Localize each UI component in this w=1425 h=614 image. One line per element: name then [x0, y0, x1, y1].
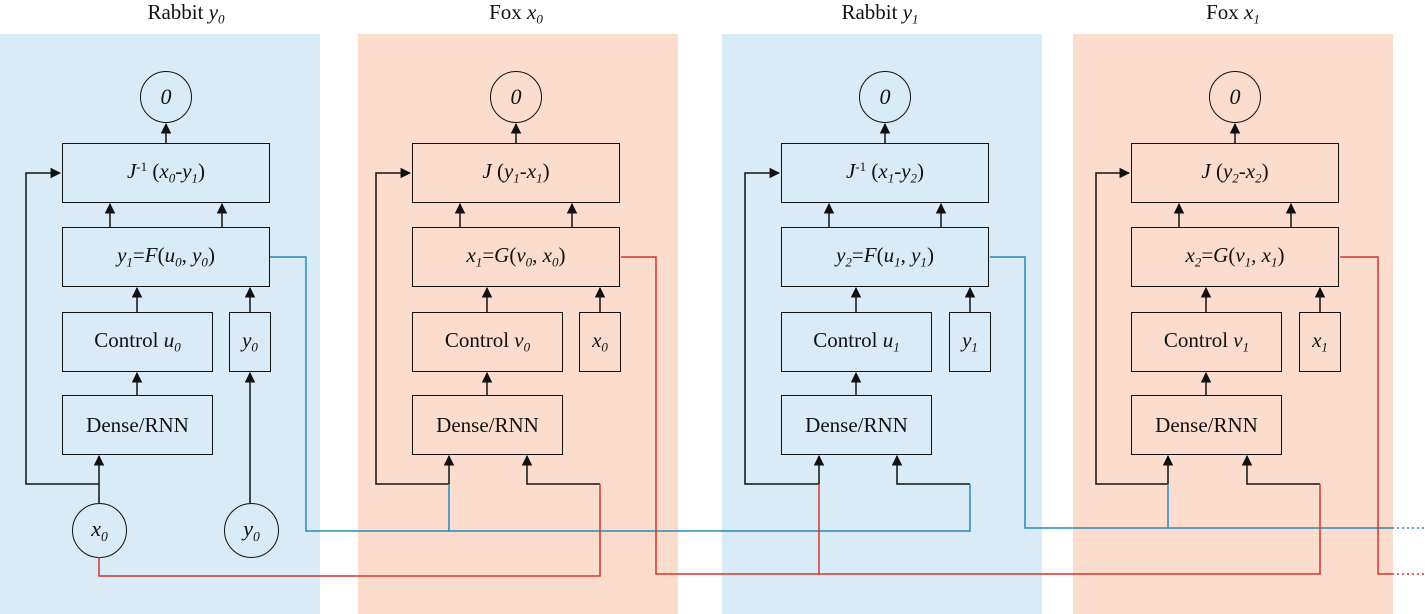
- state-box: y1: [949, 312, 991, 372]
- objective-box: J (y1-x1): [412, 143, 620, 203]
- panel-title-rabbit-y1: Rabbit y1: [841, 0, 919, 27]
- update-box: y1=F(u0, y0): [62, 227, 270, 287]
- network-box: Dense/RNN: [412, 395, 563, 455]
- objective-box: J (y2-x2): [1131, 143, 1339, 203]
- input-node-y0: y0: [224, 503, 279, 558]
- output-node: 0: [1209, 71, 1261, 123]
- output-node: 0: [140, 71, 192, 123]
- black-arrows: [25, 122, 1326, 503]
- panel-fox-x1: 0 J (y2-x2) x2=G(v1, x1) Control v1 x1 D…: [1073, 34, 1393, 614]
- state-box: x1: [1299, 312, 1341, 372]
- output-node: 0: [859, 71, 911, 123]
- panel-title-rabbit-y0: Rabbit y0: [147, 0, 225, 27]
- rabbit-links: [270, 256, 1425, 532]
- update-box: y2=F(u1, y1): [781, 227, 989, 287]
- network-box: Dense/RNN: [1131, 395, 1282, 455]
- objective-box: J-1 (x1-y2): [781, 143, 989, 203]
- control-box: Control u1: [781, 312, 932, 372]
- objective-box: J-1 (x0-y1): [62, 143, 270, 203]
- state-box: x0: [579, 312, 621, 372]
- output-node: 0: [490, 71, 542, 123]
- network-box: Dense/RNN: [781, 395, 932, 455]
- state-box: y0: [229, 312, 271, 372]
- panel-title-fox-x0: Fox x0: [489, 0, 543, 27]
- panel-title-fox-x1: Fox x1: [1206, 0, 1260, 27]
- control-box: Control u0: [62, 312, 213, 372]
- fox-links: [98, 256, 1425, 577]
- control-box: Control v1: [1131, 312, 1282, 372]
- control-box: Control v0: [412, 312, 563, 372]
- network-box: Dense/RNN: [62, 395, 213, 455]
- update-box: x2=G(v1, x1): [1131, 227, 1339, 287]
- panel-rabbit-y0: 0 J-1 (x0-y1) y1=F(u0, y0) Control u0 y0…: [0, 34, 320, 614]
- update-box: x1=G(v0, x0): [412, 227, 620, 287]
